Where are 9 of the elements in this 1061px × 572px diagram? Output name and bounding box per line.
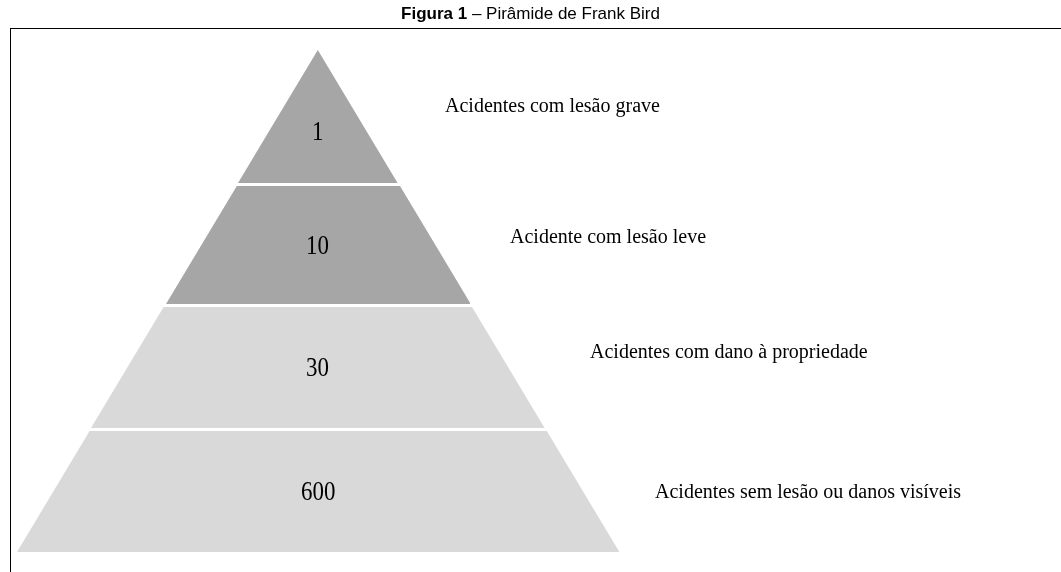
band-description: Acidentes com dano à propriedade [590,340,868,363]
band-description: Acidentes com lesão grave [445,94,660,117]
figure-title: Figura 1 – Pirâmide de Frank Bird [400,4,661,24]
band-count: 10 [306,229,330,261]
band-description: Acidente com lesão leve [510,225,707,248]
band-count: 1 [312,115,324,147]
band-count: 600 [300,476,336,507]
band-description: Acidentes sem lesão ou danos visíveis [655,480,962,503]
band-count: 30 [306,352,330,383]
